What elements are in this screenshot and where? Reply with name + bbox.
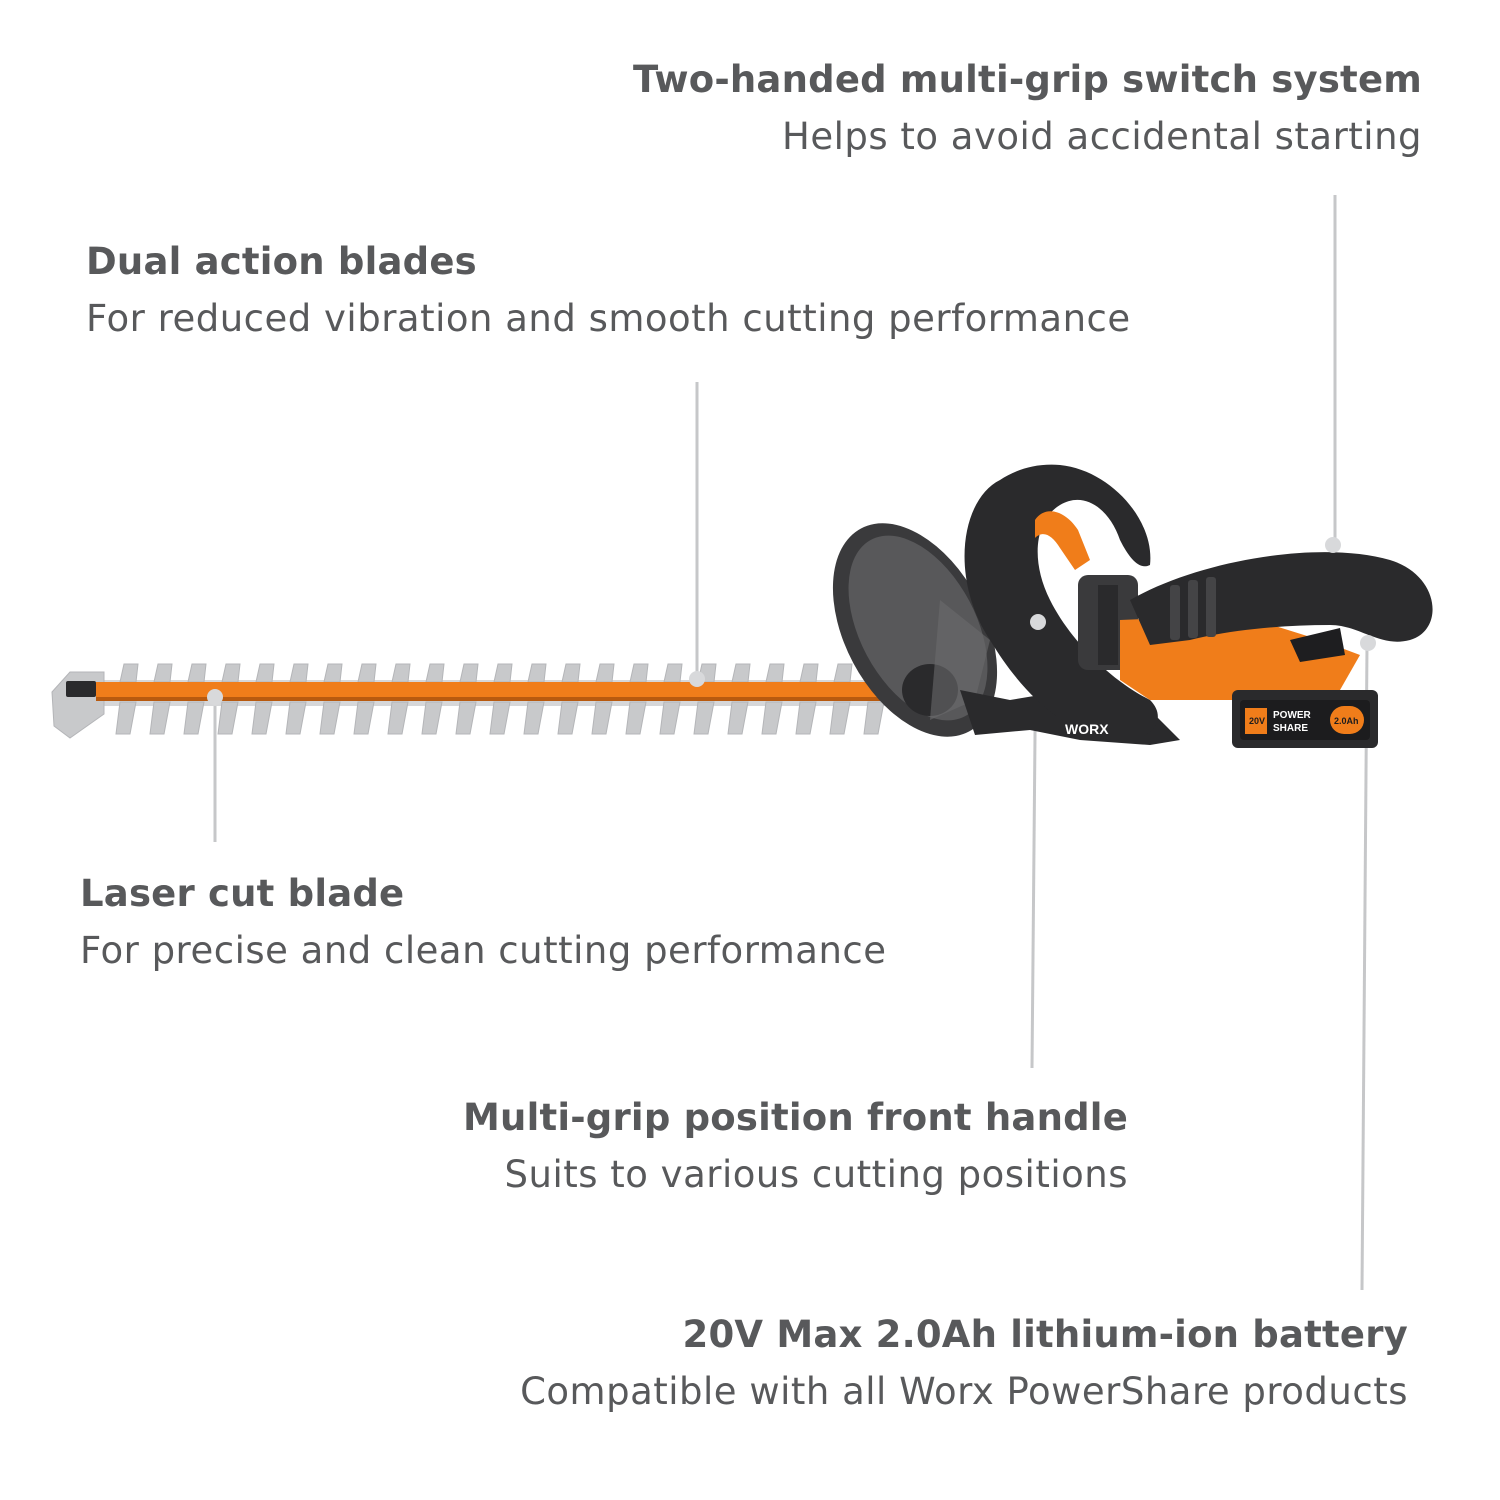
leader-dot-blades: [689, 671, 705, 687]
blade-tooth-top: [595, 663, 615, 683]
blade-tooth-top: [289, 663, 309, 683]
blade-tooth-bottom: [149, 701, 171, 735]
callout-title: Two-handed multi-grip switch system: [632, 58, 1422, 101]
blade-tooth-top: [357, 663, 377, 683]
blade-tooth-top: [187, 663, 207, 683]
blade-tooth-top: [221, 663, 241, 683]
blade-tooth-top: [459, 663, 479, 683]
blade-tooth-bottom: [829, 701, 851, 735]
callout-laser-blade: Laser cut blade For precise and clean cu…: [80, 872, 887, 974]
callout-battery: 20V Max 2.0Ah lithium-ion battery Compat…: [520, 1313, 1408, 1415]
blade-tooth-bottom: [693, 701, 715, 735]
worx-logo-text: WORX: [1065, 721, 1109, 737]
battery-brand-line1: POWER: [1273, 710, 1312, 721]
trimmer-body: 20V POWER SHARE 2.0Ah WORX: [960, 464, 1433, 748]
blade-bar-orange: [96, 682, 936, 698]
blade-tooth-top: [629, 663, 649, 683]
blade-tooth-bottom: [319, 701, 341, 735]
blade-tooth-top: [425, 663, 445, 683]
callout-title: Laser cut blade: [80, 872, 405, 915]
blade-tooth-bottom: [387, 701, 409, 735]
leader-dot-battery: [1360, 635, 1376, 651]
leader-dot-laser: [207, 689, 223, 705]
blade-tooth-top: [323, 663, 343, 683]
blade-tooth-bottom: [523, 701, 545, 735]
blade-tooth-top: [119, 663, 139, 683]
blade-tooth-top: [255, 663, 275, 683]
callout-desc: For reduced vibration and smooth cutting…: [86, 297, 1131, 341]
blade-tooth-bottom: [795, 701, 817, 735]
blade-tooth-top: [493, 663, 513, 683]
callout-desc: For precise and clean cutting performanc…: [80, 929, 887, 973]
leader-dots: [207, 671, 705, 705]
callout-title: Multi-grip position front handle: [463, 1096, 1128, 1139]
blade-tooth-top: [391, 663, 411, 683]
callout-desc: Helps to avoid accidental starting: [782, 115, 1422, 159]
blade-tooth-bottom: [727, 701, 749, 735]
callout-desc: Suits to various cutting positions: [504, 1153, 1128, 1197]
callout-dual-blades: Dual action blades For reduced vibration…: [86, 240, 1131, 342]
callout-title: 20V Max 2.0Ah lithium-ion battery: [682, 1313, 1408, 1356]
blade-tooth-top: [765, 663, 785, 683]
callout-title: Dual action blades: [86, 240, 477, 283]
blade-tooth-bottom: [251, 701, 273, 735]
blade-tooth-top: [833, 663, 853, 683]
blade-tooth-bottom: [761, 701, 783, 735]
blade-tooth-bottom: [115, 701, 137, 735]
leader-line-battery: [1360, 644, 1369, 1291]
blade-tooth-top: [527, 663, 547, 683]
blade-tooth-bottom: [557, 701, 579, 735]
leader-dot-switch: [1325, 537, 1341, 553]
battery-brand-line2: SHARE: [1273, 723, 1308, 734]
blade-tooth-bottom: [217, 701, 239, 735]
blade-tooth-top: [153, 663, 173, 683]
blade-tooth-bottom: [421, 701, 443, 735]
blade-tooth-top: [663, 663, 683, 683]
hand-guard: [832, 523, 998, 737]
callout-front-handle: Multi-grip position front handle Suits t…: [463, 1096, 1128, 1198]
battery-capacity-badge: 2.0Ah: [1334, 716, 1359, 726]
blade-tooth-bottom: [353, 701, 375, 735]
callout-desc: Compatible with all Worx PowerShare prod…: [520, 1370, 1408, 1414]
blade-tooth-bottom: [591, 701, 613, 735]
blade-tooth-top: [561, 663, 581, 683]
blade-tooth-bottom: [659, 701, 681, 735]
leader-dot-front-handle: [1030, 614, 1046, 630]
blade-tooth-bottom: [863, 701, 885, 735]
blade-tooth-bottom: [489, 701, 511, 735]
battery-voltage-badge: 20V: [1249, 716, 1265, 726]
blade-tooth-bottom: [625, 701, 647, 735]
blade-tooth-bottom: [455, 701, 477, 735]
blade-tooth-bottom: [183, 701, 205, 735]
blade-tooth-top: [799, 663, 819, 683]
blade-tooth-top: [731, 663, 751, 683]
callout-switch-system: Two-handed multi-grip switch system Help…: [633, 58, 1422, 160]
blade-tooth-bottom: [285, 701, 307, 735]
